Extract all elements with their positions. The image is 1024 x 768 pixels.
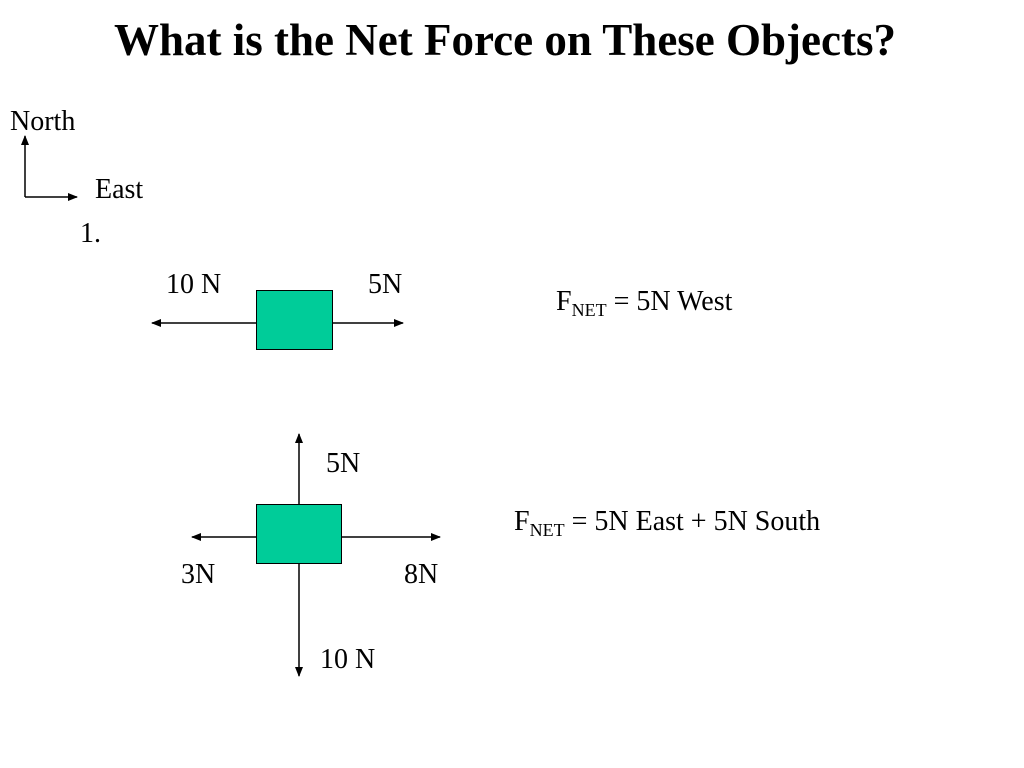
- p2-west-force-label: 3N: [181, 559, 216, 590]
- p2-north-force-label: 5N: [326, 448, 361, 479]
- p2-object-box: [256, 504, 342, 564]
- p2-south-force-label: 10 N: [320, 644, 376, 675]
- p2-net-force-answer: FNET = 5N East + 5N South: [514, 506, 821, 540]
- p1-answer-value: = 5N West: [606, 286, 733, 317]
- p1-net-force-answer: FNET = 5N West: [556, 286, 733, 320]
- slide-title: What is the Net Force on These Objects?: [114, 15, 896, 65]
- p1-east-force-label: 5N: [368, 269, 403, 300]
- p2-answer-subscript: NET: [529, 520, 565, 540]
- p2-answer-symbol: F: [514, 506, 530, 537]
- compass-north-label: North: [10, 106, 76, 137]
- problem-1-number: 1.: [80, 218, 101, 249]
- p2-answer-value: = 5N East + 5N South: [564, 506, 821, 537]
- p1-west-force-label: 10 N: [166, 269, 222, 300]
- compass-east-label: East: [95, 174, 144, 205]
- p1-answer-symbol: F: [556, 286, 572, 317]
- p2-east-force-label: 8N: [404, 559, 439, 590]
- p1-answer-subscript: NET: [571, 300, 607, 320]
- p1-object-box: [256, 290, 333, 350]
